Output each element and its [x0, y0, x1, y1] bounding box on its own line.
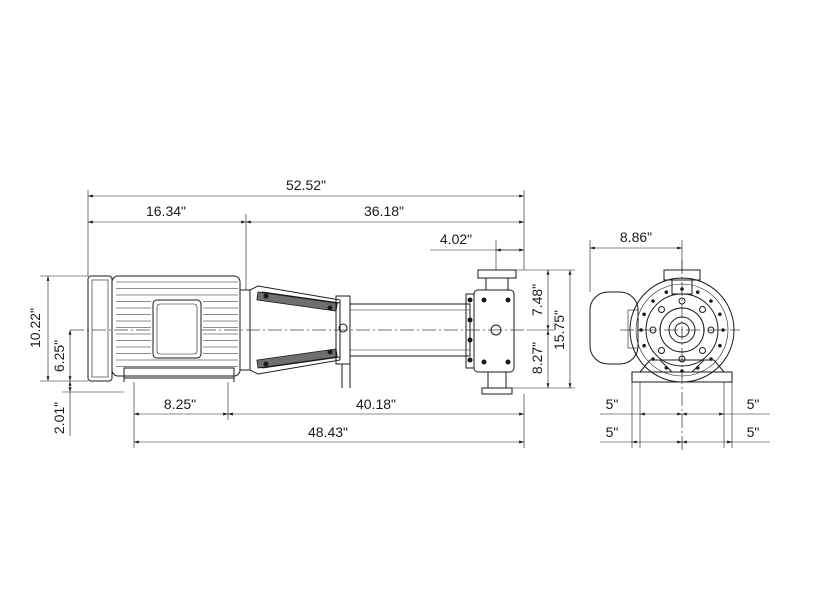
dim-discharge-offset-label: 4.02" — [440, 231, 472, 247]
dim-end-view-feet: 5" 5" 5" 5" — [600, 382, 770, 448]
dim-suction-height-label: 8.27" — [529, 342, 545, 374]
motor-rib — [709, 299, 713, 303]
dim-motor-height-label: 10.22" — [27, 308, 43, 348]
flange-bolt — [707, 326, 715, 334]
dim-base-height: 2.01" — [51, 381, 124, 436]
dim-pump-length: 36.18" — [246, 203, 524, 224]
motor-rib — [642, 343, 646, 348]
dim-pump-length-label: 36.18" — [364, 203, 404, 219]
dim-end-right-lower-label: 5" — [747, 424, 760, 440]
dim-end-right-upper-label: 5" — [747, 396, 760, 412]
motor-rib — [718, 312, 722, 317]
dim-end-view-width: 8.86" — [589, 229, 683, 292]
motor-fan-cover — [87, 275, 113, 382]
dim-end-view-width-label: 8.86" — [620, 229, 652, 245]
dim-motor-length-label: 16.34" — [146, 203, 186, 219]
motor-terminal-box — [152, 299, 202, 359]
dim-discharge-height-label: 7.48" — [529, 284, 545, 316]
motor-rib — [695, 290, 700, 294]
flange-bolt — [657, 347, 665, 355]
motor-rib — [651, 299, 655, 303]
dim-end-left-lower-label: 5" — [606, 424, 619, 440]
motor-adapter — [249, 285, 341, 375]
suction-nozzle — [481, 371, 513, 395]
dim-end-left-upper-label: 5" — [606, 396, 619, 412]
motor-rib — [642, 312, 646, 317]
motor-body — [111, 275, 251, 377]
motor-rib — [718, 343, 722, 348]
motor-rib — [680, 287, 684, 291]
pump-column — [349, 303, 471, 357]
motor-rib — [664, 290, 669, 294]
discharge-nozzle — [477, 269, 517, 291]
dim-foot-spacing: 8.25" 40.18" — [133, 382, 525, 448]
motor-rib — [639, 328, 643, 332]
flange-bolt — [649, 326, 657, 334]
dim-base-length-label: 48.43" — [308, 424, 348, 440]
pump-head — [465, 289, 515, 373]
motor-rib — [721, 328, 725, 332]
side-view: 52.52" 16.34" 36.18" 4.02" 10.22" 6.25" — [27, 177, 575, 448]
flange-bolt — [678, 297, 686, 305]
dim-foot-spacing-motor-label: 8.25" — [164, 396, 196, 412]
dim-motor-length: 16.34" — [88, 203, 247, 290]
flange-bolt — [699, 347, 707, 355]
pump-bracket — [335, 295, 351, 388]
end-view-base — [631, 359, 733, 383]
dim-nozzle-heights: 7.48" 8.27" 15.75" — [512, 269, 575, 389]
motor-base — [123, 367, 235, 382]
flange-bolt — [678, 355, 686, 363]
flange-bolt — [699, 305, 707, 313]
dim-discharge-offset: 4.02" — [430, 231, 524, 270]
dim-motor-height: 10.22" — [27, 275, 88, 382]
dim-foot-spacing-span-label: 40.18" — [356, 396, 396, 412]
dim-overall-length: 52.52" — [87, 177, 525, 276]
dim-shaft-height-label: 6.25" — [51, 340, 67, 372]
dim-base-height-label: 2.01" — [51, 402, 67, 434]
dim-base-length: 48.43" — [134, 424, 524, 444]
end-view: 8.86" 5" 5" 5" 5" — [589, 229, 770, 450]
dim-overall-length-label: 52.52" — [286, 177, 326, 193]
dim-total-height-label: 15.75" — [551, 310, 567, 350]
dim-shaft-height: 6.25" — [51, 330, 72, 381]
flange-bolt — [657, 305, 665, 313]
end-view-terminal-box — [589, 291, 639, 365]
